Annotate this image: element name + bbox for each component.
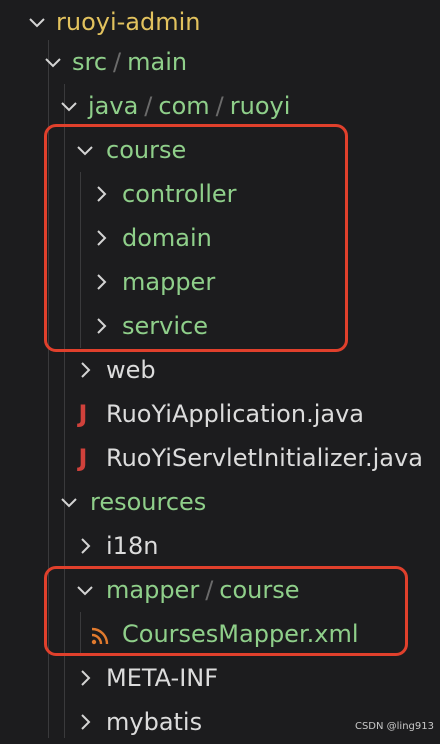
tree-item-label: src xyxy=(72,48,108,76)
rss-xml-icon xyxy=(90,624,110,645)
tree-item-meta-inf[interactable]: META-INF xyxy=(74,656,218,700)
tree-item-label: ruoyi xyxy=(229,92,291,120)
chevron-down-icon xyxy=(74,579,96,601)
path-separator: / xyxy=(144,92,153,120)
chevron-right-icon xyxy=(90,315,112,337)
tree-item-label: RuoYiServletInitializer.java xyxy=(106,444,423,472)
tree-item-web[interactable]: web xyxy=(74,348,156,392)
chevron-down-icon xyxy=(26,11,48,33)
tree-item-label: mapper xyxy=(106,576,200,604)
highlight-box-course xyxy=(44,124,348,352)
tree-item-label: main xyxy=(127,48,188,76)
tree-item-label: META-INF xyxy=(106,664,219,692)
chevron-right-icon xyxy=(90,183,112,205)
chevron-down-icon xyxy=(58,491,80,513)
highlight-box-mapper-course xyxy=(44,566,408,656)
indent-guide xyxy=(64,84,65,738)
tree-item-label: mybatis xyxy=(106,708,203,736)
path-separator: / xyxy=(205,576,214,604)
path-separator: / xyxy=(215,92,224,120)
tree-item-java-com-ruoyi[interactable]: java / com / ruoyi xyxy=(58,84,290,128)
tree-item-label: RuoYiApplication.java xyxy=(106,400,364,428)
java-file-icon: J xyxy=(78,444,88,472)
tree-item-controller[interactable]: controller xyxy=(90,172,237,216)
chevron-down-icon xyxy=(74,139,96,161)
tree-item-label: i18n xyxy=(106,532,159,560)
path-separator: / xyxy=(113,48,122,76)
chevron-down-icon xyxy=(42,51,64,73)
tree-item-domain[interactable]: domain xyxy=(90,216,212,260)
chevron-right-icon xyxy=(74,535,96,557)
tree-item-mapper[interactable]: mapper xyxy=(90,260,215,304)
tree-item-label: ruoyi-admin xyxy=(56,8,201,36)
tree-item-file[interactable]: J RuoYiServletInitializer.java xyxy=(72,436,423,480)
tree-item-course[interactable]: course xyxy=(74,128,186,172)
tree-item-label: java xyxy=(88,92,139,120)
chevron-right-icon xyxy=(74,711,96,733)
chevron-right-icon xyxy=(90,227,112,249)
java-file-icon: J xyxy=(78,400,88,428)
indent-guide xyxy=(80,172,81,348)
chevron-down-icon xyxy=(58,95,80,117)
tree-item-label: service xyxy=(122,312,208,340)
indent-guide xyxy=(48,40,49,738)
tree-item-label: resources xyxy=(90,488,207,516)
watermark: CSDN @ling913 xyxy=(354,721,434,732)
tree-item-label: com xyxy=(158,92,210,120)
tree-item-xml-file[interactable]: CoursesMapper.xml xyxy=(90,612,358,656)
tree-item-label: mapper xyxy=(122,268,216,296)
tree-item-src-main[interactable]: src / main xyxy=(42,40,187,84)
indent-guide xyxy=(80,612,81,656)
tree-item-label: domain xyxy=(122,224,212,252)
tree-item-label: course xyxy=(219,576,300,604)
tree-item-file[interactable]: J RuoYiApplication.java xyxy=(72,392,364,436)
tree-item-label: course xyxy=(106,136,187,164)
chevron-right-icon xyxy=(74,667,96,689)
tree-item-mapper-course[interactable]: mapper / course xyxy=(74,568,300,612)
tree-item-label: CoursesMapper.xml xyxy=(122,620,359,648)
tree-item-label: web xyxy=(106,356,156,384)
tree-item-resources[interactable]: resources xyxy=(58,480,206,524)
tree-item-root[interactable]: ruoyi-admin xyxy=(26,0,201,44)
tree-item-label: controller xyxy=(122,180,237,208)
tree-item-i18n[interactable]: i18n xyxy=(74,524,158,568)
tree-item-mybatis[interactable]: mybatis xyxy=(74,700,202,744)
chevron-right-icon xyxy=(90,271,112,293)
tree-item-service[interactable]: service xyxy=(90,304,208,348)
chevron-right-icon xyxy=(74,359,96,381)
